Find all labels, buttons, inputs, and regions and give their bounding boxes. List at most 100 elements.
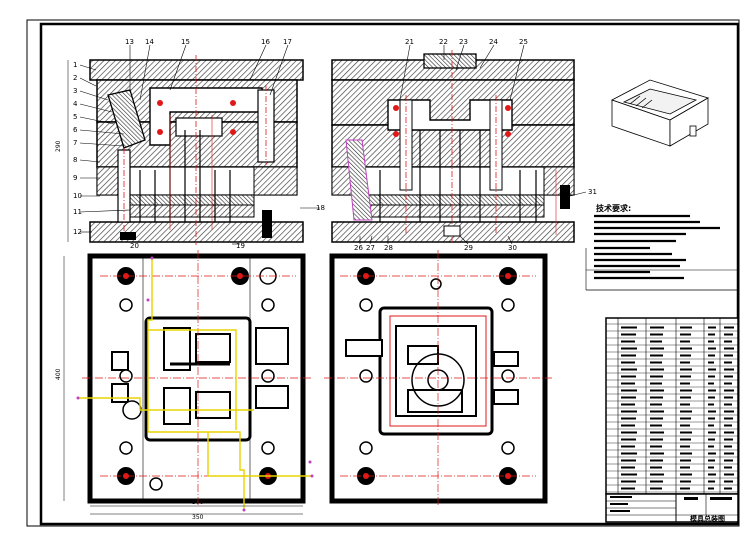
callout-label: 5 (73, 113, 77, 121)
callout-label: 11 (73, 208, 82, 216)
bom-cell-text (621, 361, 635, 364)
bom-cell-text (621, 354, 636, 357)
bom-cell-text (650, 424, 662, 427)
bom-cell-text (680, 340, 690, 343)
bom-cell-text (621, 417, 636, 420)
callout-label: 10 (73, 192, 82, 200)
bom-cell-text (621, 340, 635, 343)
bom-cell-text (724, 361, 732, 364)
bom-cell-text (724, 417, 733, 420)
plan-inner-width-dimension: 300 (192, 499, 204, 506)
bom-cell-text (680, 417, 691, 420)
callout-label: 23 (459, 38, 468, 46)
bom-cell-text (708, 417, 715, 420)
callout-label: 6 (73, 126, 78, 134)
bom-cell-text (621, 480, 636, 483)
technical-requirements-title: 技术要求: (596, 203, 631, 213)
bom-cell-text (680, 466, 690, 469)
callout-label: 29 (464, 244, 473, 252)
bom-cell-text (621, 403, 635, 406)
bom-cell-text (621, 396, 636, 399)
bom-cell-text (708, 396, 715, 399)
bom-cell-text (724, 452, 734, 455)
callout-label: 7 (73, 139, 77, 147)
bom-cell-text (708, 431, 716, 434)
callout-label: 16 (261, 38, 270, 46)
bom-cell-text (708, 333, 715, 336)
bom-cell-text (708, 382, 714, 385)
bom-cell-text (724, 459, 733, 462)
bom-cell-text (724, 431, 734, 434)
title-block: 模具总装图 (605, 493, 739, 523)
bom-cell-text (621, 431, 637, 434)
bom-cell-text (650, 347, 664, 350)
bom-cell-text (680, 459, 691, 462)
bom-cell-text (724, 445, 732, 448)
callout-label: 15 (181, 38, 190, 46)
bom-cell-text (650, 340, 662, 343)
bom-cell-text (680, 326, 692, 329)
bom-cell-text (724, 347, 734, 350)
callout-label: 20 (130, 242, 139, 250)
bom-cell-text (650, 368, 664, 371)
bom-cell-text (621, 333, 636, 336)
section-b-callouts: 21 22 23 24 25 31 26 27 28 29 30 (354, 38, 597, 252)
bom-cell-text (621, 347, 637, 350)
bom-cell-text (724, 396, 733, 399)
bom-cell-text (724, 473, 734, 476)
bom-cell-text (680, 410, 692, 413)
callout-label: 9 (73, 174, 77, 182)
bom-cell-text (724, 487, 732, 490)
bom-cell-text (621, 445, 635, 448)
part-isometric-view (610, 79, 709, 147)
bom-cell-text (708, 347, 716, 350)
callout-label: 13 (125, 38, 134, 46)
bom-cell-text (680, 480, 691, 483)
bom-cell-text (708, 459, 715, 462)
bom-cell-text (708, 340, 714, 343)
bom-cell-text (724, 410, 734, 413)
callout-label: 31 (588, 188, 597, 196)
callout-label: 3 (73, 87, 77, 95)
bom-cell-text (724, 333, 733, 336)
bom-cell-text (724, 424, 732, 427)
section-view-b (331, 44, 587, 245)
callout-label: 22 (439, 38, 448, 46)
bom-cell-text (708, 375, 715, 378)
bom-cell-text (680, 438, 691, 441)
bom-cell-text (680, 382, 690, 385)
bom-cell-text (724, 403, 732, 406)
bom-cell-text (621, 487, 635, 490)
bom-cell-text (650, 382, 662, 385)
bom-cell-text (621, 424, 635, 427)
callout-label: 27 (366, 244, 375, 252)
section-a-height-dimension: 290 (55, 140, 62, 152)
bom-cell-text (680, 389, 692, 392)
bom-cell-text (650, 403, 662, 406)
bom-cell-text (724, 466, 732, 469)
callout-label: 26 (354, 244, 363, 252)
bom-cell-text (724, 389, 734, 392)
bom-cell-text (708, 480, 715, 483)
bom-cell-text (680, 473, 692, 476)
section-view-a: 290 (55, 44, 320, 245)
bom-cell-text (650, 333, 663, 336)
bom-cell-text (650, 375, 663, 378)
bom-cell-text (650, 354, 663, 357)
bom-cell-text (680, 361, 690, 364)
callout-label: 25 (519, 38, 528, 46)
bom-cell-text (708, 354, 715, 357)
bom-cell-text (650, 396, 663, 399)
bom-cell-text (708, 368, 716, 371)
plan-view-fixed-half: 400 300 350 (55, 250, 314, 521)
bom-cell-text (680, 424, 690, 427)
bom-cell-text (724, 326, 734, 329)
bom-cell-text (680, 396, 691, 399)
bom-cell-text (724, 340, 732, 343)
bom-cell-text (708, 445, 714, 448)
bom-cell-text (621, 368, 637, 371)
bom-cell-text (650, 389, 664, 392)
bom-cell-text (621, 452, 637, 455)
bom-cell-text (724, 368, 734, 371)
bom-cell-text (621, 326, 637, 329)
